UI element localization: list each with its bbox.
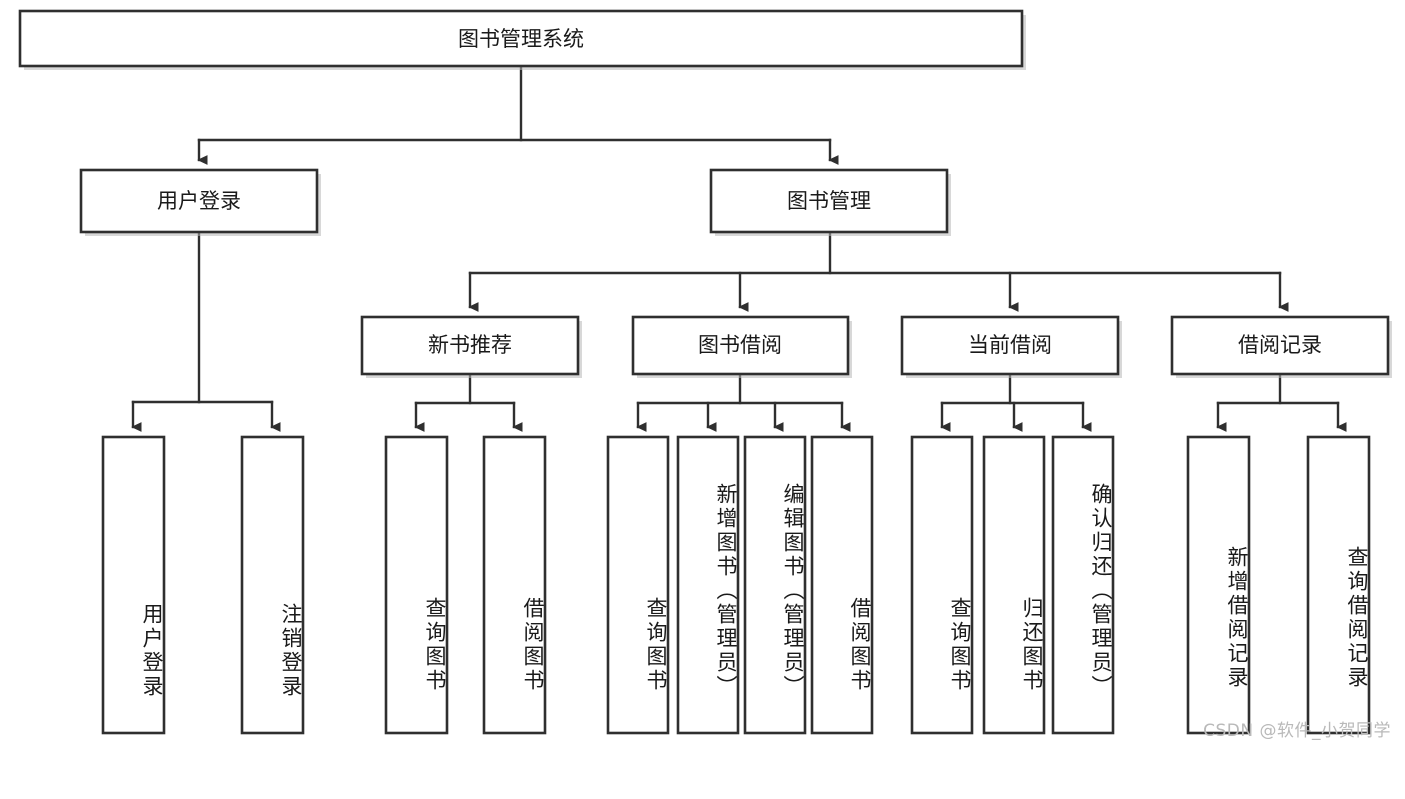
leaf-rec-add-box[interactable] [1186,435,1251,735]
node-book-manage[interactable]: 图书管理 [709,168,951,236]
node-book-manage-label: 图书管理 [787,189,871,213]
node-root[interactable]: 图书管理系统 [18,9,1026,70]
node-borrow-record-box[interactable] [1170,315,1390,376]
leaf-boxes-group [101,435,1371,735]
node-new-book-rec-label: 新书推荐 [428,333,512,357]
node-current-borrow-label: 当前借阅 [968,333,1052,357]
leaf-rec-borrow-box[interactable] [482,435,547,735]
node-book-borrow[interactable]: 图书借阅 [631,315,852,378]
node-user-login[interactable]: 用户登录 [79,168,321,236]
leaf-borrow-lend-box[interactable] [810,435,874,735]
leaf-cur-return-box[interactable] [982,435,1046,735]
leaf-cur-query-box[interactable] [910,435,974,735]
csdn-watermark: CSDN @软件_小贺同学 [1203,721,1391,741]
node-borrow-record[interactable]: 借阅记录 [1170,315,1392,378]
node-book-borrow-box[interactable] [631,315,850,376]
node-book-borrow-label: 图书借阅 [698,333,782,357]
node-borrow-record-label: 借阅记录 [1238,333,1322,357]
leaf-user-logout-box[interactable] [240,435,305,735]
tree-diagram-svg: 图书管理系统 用户登录 图书管理 新书推荐 图书借阅 当前借阅 [18,9,1392,735]
node-root-box[interactable] [18,9,1024,68]
leaf-cur-confirm-box[interactable] [1051,435,1115,735]
leaf-user-login-box[interactable] [101,435,166,735]
leaf-borrow-add-box[interactable] [676,435,740,735]
node-new-book-rec-box[interactable] [360,315,580,376]
node-current-borrow-box[interactable] [900,315,1120,376]
node-user-login-label: 用户登录 [157,189,241,213]
node-root-label: 图书管理系统 [458,27,584,51]
leaf-borrow-edit-box[interactable] [743,435,807,735]
node-user-login-box[interactable] [79,168,319,234]
leaf-rec-search-box[interactable] [1306,435,1371,735]
node-new-book-rec[interactable]: 新书推荐 [360,315,582,378]
connectors-group [131,64,1347,432]
diagram-canvas: 图书管理系统 用户登录 图书管理 新书推荐 图书借阅 当前借阅 [18,9,1392,741]
leaf-rec-query-box[interactable] [384,435,449,735]
node-current-borrow[interactable]: 当前借阅 [900,315,1122,378]
leaf-borrow-query-box[interactable] [606,435,670,735]
node-book-manage-box[interactable] [709,168,949,234]
